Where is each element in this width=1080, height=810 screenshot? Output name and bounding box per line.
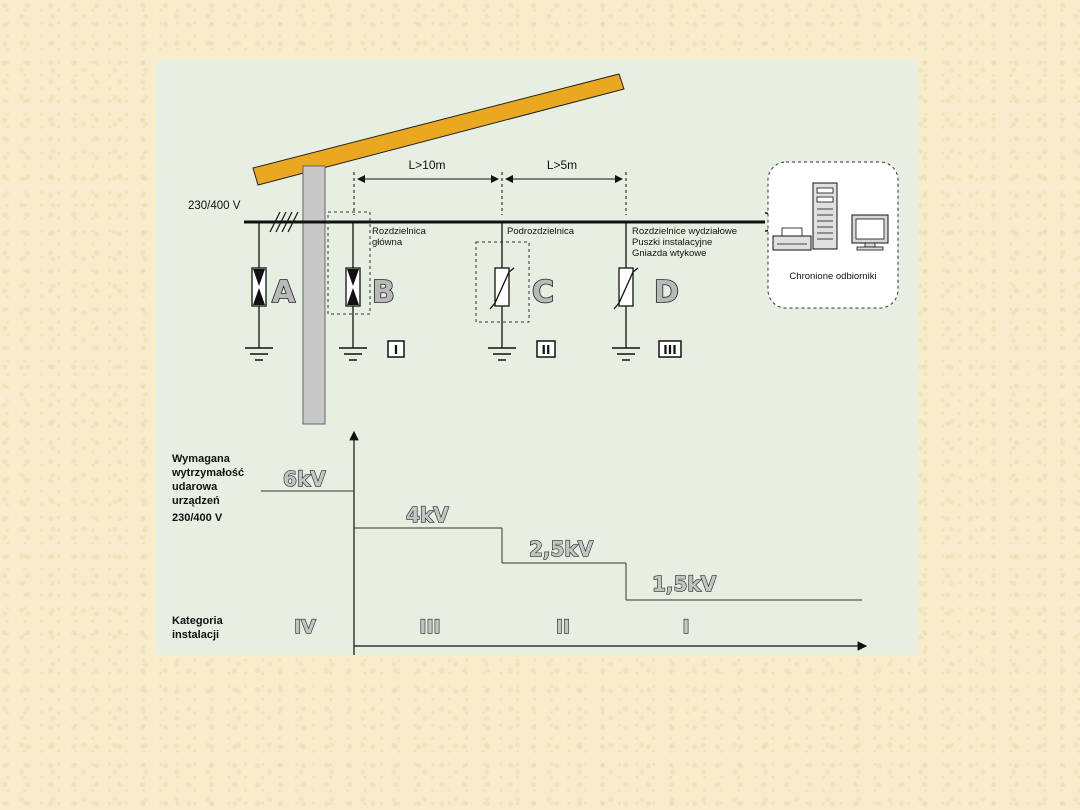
label-main-switchboard-1: Rozdzielnica [372,226,427,237]
category-ii: II [556,616,570,638]
arrester-b: B [339,222,396,361]
category-iii: III [419,616,440,638]
level-label-1-5kv: 1,5kV [652,572,717,596]
class-box-ii: II [536,340,556,358]
category-i: I [682,616,689,638]
label-sockets: Gniazda wtykowe [632,248,706,259]
label-sub-switchboard: Podrozdzielnica [507,226,575,237]
arrester-letter-c: C [532,275,554,310]
level-label-2-5kv: 2,5kV [529,537,594,561]
distance-dimensions: L>10m L>5m [353,158,627,215]
distance-label-l5: L>5m [547,158,577,172]
distance-label-l10: L>10m [408,158,445,172]
label-main-switchboard-2: główna [372,237,403,248]
arrester-letter-a: A [272,275,296,310]
level-label-6kv: 6kV [283,467,326,491]
class-box-i: I [387,340,405,358]
category-label-1: Kategoria [172,615,224,627]
enclosure-b [327,211,371,315]
printer-icon [772,227,812,251]
supply-voltage-label: 230/400 V [188,200,241,212]
category-iv: IV [294,616,316,638]
withstand-chart: 6kV 4kV 2,5kV 1,5kV Wymagana wytrzymałoś… [171,430,868,655]
arrester-d: D [612,222,680,361]
ylabel-line-3: udarowa [172,481,218,493]
arrester-c: C [488,222,555,361]
ylabel-line-5: 230/400 V [172,512,223,524]
ylabel-line-4: urządzeń [172,495,220,507]
computer-tower-icon [812,182,838,250]
arrester-a: A [245,222,297,361]
arrester-letter-b: B [372,275,395,310]
label-department-boards: Rozdzielnice wydziałowe [632,226,737,237]
ylabel-line-2: wytrzymałość [171,467,244,479]
arrester-letter-d: D [654,275,679,310]
svg-text:II: II [542,343,551,357]
label-junction-boxes: Puszki instalacyjne [632,237,712,248]
svg-text:III: III [663,343,676,357]
roof-beam [252,73,625,186]
category-label-2: instalacji [172,629,219,641]
level-label-4kv: 4kV [406,503,449,527]
cable-hatch-marks [269,211,299,233]
class-box-iii: III [658,340,682,358]
monitor-icon [851,214,889,251]
protected-equipment: Chronione odbiorniki [767,161,899,309]
protected-equipment-label: Chronione odbiorniki [789,271,876,282]
svg-text:I: I [394,343,398,357]
utility-pole [302,165,326,425]
ylabel-line-1: Wymagana [172,453,231,465]
